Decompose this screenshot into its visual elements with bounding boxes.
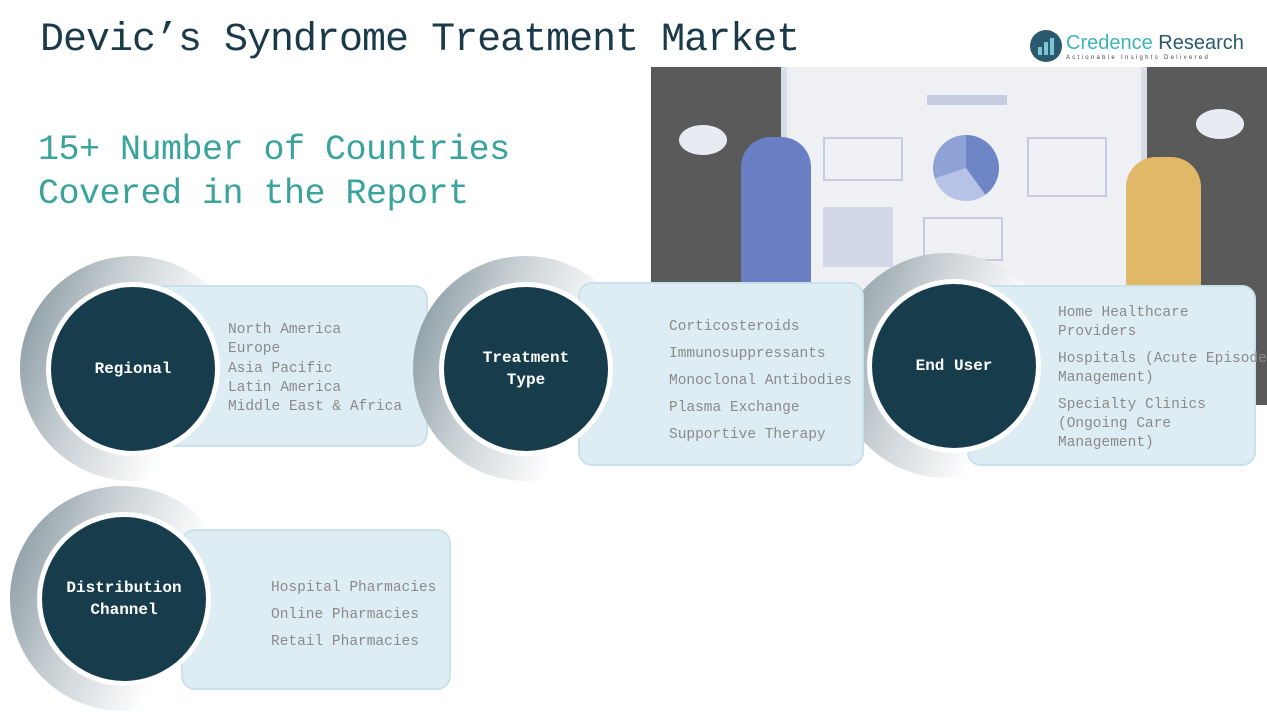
regional-circle: Regional <box>51 287 215 451</box>
segment-item: Europe <box>228 341 281 358</box>
speech-bubble-icon <box>679 125 727 155</box>
segment-item: Hospitals (Acute Episode <box>1058 351 1267 367</box>
segment-item: Providers <box>1058 324 1137 340</box>
end-user-circle: End User <box>872 284 1036 448</box>
person-left <box>741 137 811 287</box>
segment-item: Plasma Exchange <box>669 400 800 416</box>
segment-item: Supportive Therapy <box>669 427 826 443</box>
segment-item: Management) <box>1058 435 1154 451</box>
logo-chart-icon <box>1030 30 1062 62</box>
segment-item: North America <box>228 322 342 338</box>
speech-bubble-icon <box>1196 109 1244 139</box>
segment-item: Corticosteroids <box>669 319 800 335</box>
segment-item: Management) <box>1058 370 1154 386</box>
segment-item: Asia Pacific <box>228 360 333 377</box>
segment-item: Hospital Pharmacies <box>271 580 437 596</box>
segment-label: Treatment <box>482 349 570 367</box>
page-title: Devic’s Syndrome Treatment Market <box>40 18 800 63</box>
segment-item: Immunosuppressants <box>669 346 826 362</box>
subtitle-line: Covered in the Report <box>38 174 469 214</box>
segment-item: Specialty Clinics <box>1058 397 1206 413</box>
segment-item: Online Pharmacies <box>271 607 419 623</box>
logo-tagline: Actionable Insights Delivered <box>1066 54 1211 61</box>
treatment-type-card: Corticosteroids Immunosuppressants Monoc… <box>578 282 864 466</box>
logo-name-2: Research <box>1152 31 1244 54</box>
segment-label: Channel <box>90 601 158 619</box>
segment-item: Latin America <box>228 379 342 396</box>
credence-logo: Credence Research Actionable Insights De… <box>1030 30 1244 62</box>
segment-item: Home Healthcare <box>1058 305 1189 321</box>
countries-subtitle: 15+ Number of Countries Covered in the R… <box>38 128 510 216</box>
segment-label: End User <box>915 357 993 375</box>
segment-item: (Ongoing Care <box>1058 416 1172 432</box>
segment-item: Monoclonal Antibodies <box>669 373 852 389</box>
segment-label: Type <box>506 371 546 389</box>
segment-item: Middle East & Africa <box>228 399 403 416</box>
segment-label: Regional <box>94 360 172 378</box>
distribution-channel-card: Hospital Pharmacies Online Pharmacies Re… <box>181 529 451 690</box>
subtitle-line: 15+ Number of Countries <box>38 130 510 170</box>
whiteboard <box>781 67 1147 307</box>
person-right <box>1126 157 1201 287</box>
segment-label: Distribution <box>66 579 182 597</box>
logo-name: Credence <box>1066 31 1153 54</box>
segment-item: Retail Pharmacies <box>271 634 419 650</box>
